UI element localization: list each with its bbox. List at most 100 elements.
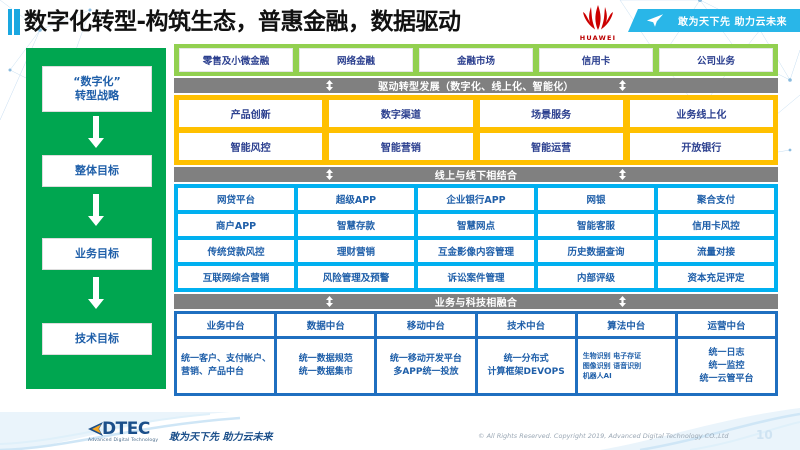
midend-column-operations[interactable]: 运营中台 统一日志 统一监控 统一云管平台 [677,314,776,393]
online-offline-cell[interactable]: 风险管理及预警 [298,266,414,288]
online-offline-cell[interactable]: 诉讼案件管理 [418,266,534,288]
business-line-cell[interactable]: 零售及小微金融 [179,48,293,72]
online-offline-cell[interactable]: 企业银行APP [418,188,534,210]
online-offline-cell-label: 流量对接 [696,247,735,258]
midend-head: 业务中台 [177,314,275,336]
strategy-item-1[interactable]: 整体目标 [42,155,152,187]
business-line-cell[interactable]: 公司业务 [659,48,773,72]
online-offline-cell[interactable]: 历史数据查询 [538,240,654,262]
online-offline-cell[interactable]: 理财营销 [298,240,414,262]
online-offline-cell-label: 历史数据查询 [567,247,625,258]
dtec-subtitle: Advanced Digital Technology [88,438,159,443]
business-line-label: 公司业务 [696,56,735,67]
dtec-arrow-icon [88,422,103,436]
divider-bar-fusion-label: 业务与科技相融合 [434,298,518,309]
drive-cell-label: 场景服务 [531,110,572,121]
drive-cell[interactable]: 智能营销 [329,133,473,160]
online-offline-cell-label: 智慧网点 [456,221,495,232]
divider-bar-fusion: 业务与科技相融合 [174,294,778,309]
arrow-up-down-icon [326,169,333,180]
midend-body: 统一客户、支付帐户、营销、产品中台 [177,339,275,393]
arrow-up-down-icon [619,80,626,91]
midend-head: 算法中台 [577,314,675,336]
drive-cell-label: 智能运营 [531,143,572,154]
drive-cell[interactable]: 数字渠道 [329,100,473,127]
online-offline-cell[interactable]: 信用卡风控 [658,214,774,236]
business-line-cell[interactable]: 网络金融 [299,48,413,72]
strategy-column: “数字化” 转型战略 整体目标 业务目标 技术目标 [26,48,166,389]
drive-cell[interactable]: 场景服务 [479,100,623,127]
strategy-item-0[interactable]: “数字化” 转型战略 [42,66,152,112]
online-offline-cell[interactable]: 智慧网点 [418,214,534,236]
page-title: 数字化转型-构筑生态，普惠金融，数据驱动 [24,9,461,35]
midend-head: 数据中台 [277,314,375,336]
midend-column-mobile[interactable]: 移动中台 统一移动开发平台 多APP统一投放 [377,314,475,393]
online-offline-section: 网贷平台 超级APP 企业银行APP 网银 聚合支付 商户APP 智慧存款 智慧… [174,184,778,292]
midend-column-business[interactable]: 业务中台 统一客户、支付帐户、营销、产品中台 [177,314,275,393]
online-offline-cell-label: 智慧存款 [336,221,375,232]
online-offline-cell-label: 诉讼案件管理 [447,273,505,284]
drive-cell-label: 业务线上化 [676,110,727,121]
divider-bar-online-offline: 线上与线下相结合 [174,167,778,182]
online-offline-cell[interactable]: 网银 [538,188,654,210]
dtec-wordmark: DTEC [102,419,150,439]
slide-header: 数字化转型-构筑生态，普惠金融，数据驱动 HUAWEI 敢为天下先 助力云未来 [0,0,800,44]
drive-cell[interactable]: 业务线上化 [629,100,773,127]
strategy-item-3[interactable]: 技术目标 [42,323,152,355]
online-offline-cell[interactable]: 商户APP [178,214,294,236]
midend-body: 统一移动开发平台 多APP统一投放 [377,339,475,393]
online-offline-cell[interactable]: 互金影像内容管理 [418,240,534,262]
online-offline-cell-label: 互金影像内容管理 [437,247,514,258]
business-line-label: 金融市场 [456,56,495,67]
midend-column-data[interactable]: 数据中台 统一数据规范 统一数据集市 [277,314,375,393]
midend-head: 运营中台 [677,314,776,336]
online-offline-cell-label: 资本充足评定 [687,273,745,284]
dtec-logo: DTEC Advanced Digital Technology 敢为天下先 助… [88,421,272,444]
copyright-text: © All Rights Reserved. Copyright 2019, A… [478,432,729,440]
online-offline-cell-label: 内部评级 [576,273,615,284]
drive-cell[interactable]: 开放银行 [629,133,773,160]
online-offline-cell[interactable]: 互联网综合营销 [178,266,294,288]
drive-cell[interactable]: 产品创新 [179,100,323,127]
midend-column-algorithm[interactable]: 算法中台 生物识别 电子存证 图像识别 语音识别 机器人AI [577,314,675,393]
business-line-cell[interactable]: 信用卡 [539,48,653,72]
online-offline-cell[interactable]: 网贷平台 [178,188,294,210]
strategy-item-2-label: 业务目标 [75,247,119,260]
arrow-down-icon [88,194,104,226]
business-line-label: 信用卡 [581,56,611,67]
strategy-arrow-1 [88,194,104,226]
drive-row: 智能风控 智能营销 智能运营 开放银行 [179,133,773,160]
online-offline-cell-label: 商户APP [215,221,257,232]
dtec-tagline: 敢为天下先 助力云未来 [169,432,273,443]
divider-bar-drive: 驱动转型发展（数字化、线上化、智能化） [174,78,778,93]
drive-cell[interactable]: 智能风控 [179,133,323,160]
arrow-up-down-icon [619,296,626,307]
midend-body: 生物识别 电子存证 图像识别 语音识别 机器人AI [577,339,675,393]
online-offline-cell[interactable]: 智慧存款 [298,214,414,236]
drive-row: 产品创新 数字渠道 场景服务 业务线上化 [179,100,773,127]
business-line-label: 零售及小微金融 [202,56,270,67]
arrow-down-icon [88,277,104,309]
online-offline-cell-label: 网银 [586,195,606,206]
drive-cell-label: 智能风控 [230,143,271,154]
online-offline-cell-label: 风险管理及预警 [322,273,390,284]
huawei-logo: HUAWEI [575,2,621,42]
strategy-item-0-label: “数字化” 转型战略 [73,75,121,102]
online-offline-cell[interactable]: 传统贷款风控 [178,240,294,262]
online-offline-cell-label: 聚合支付 [696,195,735,206]
footer-decoration [0,408,800,450]
online-offline-cell[interactable]: 智能客服 [538,214,654,236]
strategy-item-2[interactable]: 业务目标 [42,238,152,270]
online-offline-cell-label: 理财营销 [336,247,375,258]
drive-cell[interactable]: 智能运营 [479,133,623,160]
online-offline-cell[interactable]: 资本充足评定 [658,266,774,288]
online-offline-cell[interactable]: 流量对接 [658,240,774,262]
online-offline-cell[interactable]: 内部评级 [538,266,654,288]
online-offline-cell[interactable]: 超级APP [298,188,414,210]
online-offline-cell[interactable]: 聚合支付 [658,188,774,210]
midend-column-tech[interactable]: 技术中台 统一分布式 计算框架DEVOPS [477,314,575,393]
huawei-cloud-ribbon: 敢为天下先 助力云未来 [628,9,800,32]
online-offline-cell-label: 智能客服 [576,221,615,232]
business-line-cell[interactable]: 金融市场 [419,48,533,72]
